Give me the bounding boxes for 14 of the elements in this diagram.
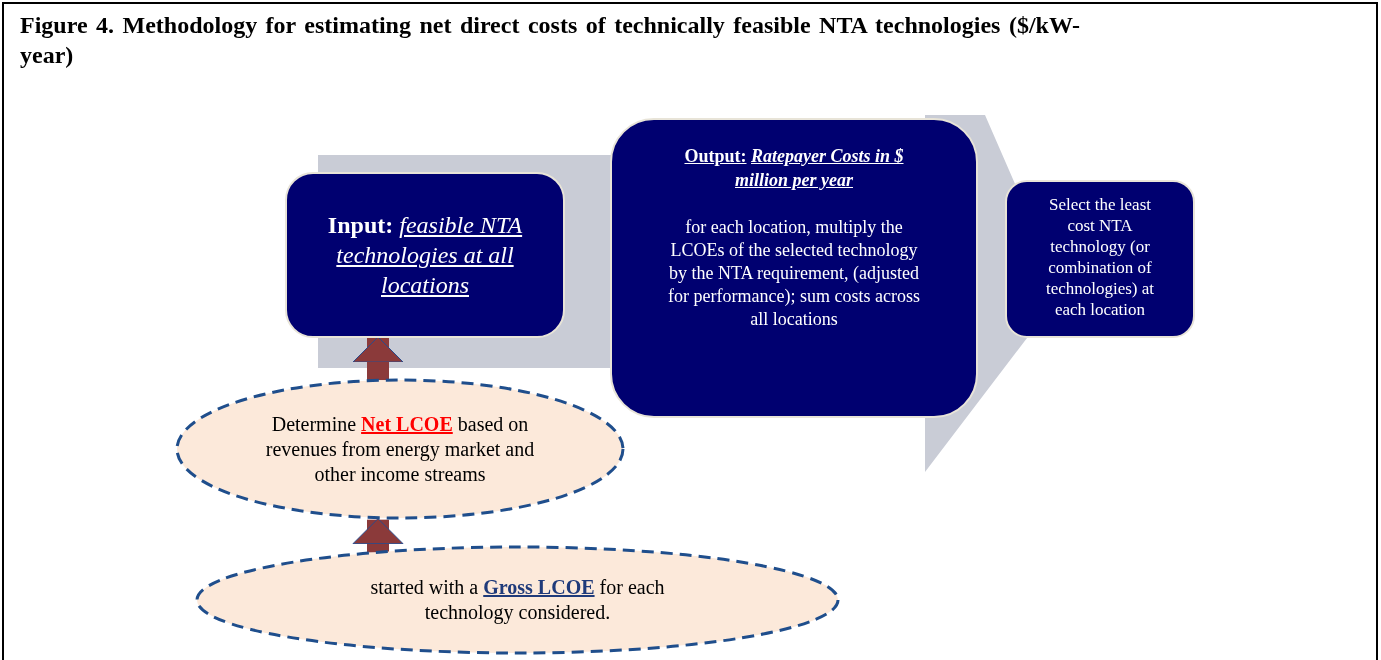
process-box <box>610 118 978 418</box>
step-description: started with a Gross LCOE for each technology considered. <box>369 575 666 625</box>
process-box <box>285 172 565 338</box>
step-description: Determine Net LCOE based on revenues from energy market and other income streams <box>264 411 536 487</box>
dashed-ellipse <box>195 545 840 655</box>
dashed-ellipse <box>175 378 625 520</box>
output-heading: Output: Ratepayer Costs in $ million per year <box>683 145 905 192</box>
block-arrow <box>352 336 404 381</box>
process-box <box>1005 180 1195 338</box>
figure-title: Figure 4. Methodology for estimating net direct costs of technically feasible NTA technologies ($/kW-year) <box>20 11 1080 70</box>
input-label: Input: feasible NTA technologies at all locations <box>326 211 524 300</box>
output-description: for each location, multiply the LCOEs of the selected technology by the NTA requirement, (adjusted for performance); sum costs across all locations <box>667 216 921 331</box>
select-description: Select the least cost NTA technology (or combination of technologies) at each location <box>1044 194 1156 320</box>
block-arrow <box>352 518 404 553</box>
